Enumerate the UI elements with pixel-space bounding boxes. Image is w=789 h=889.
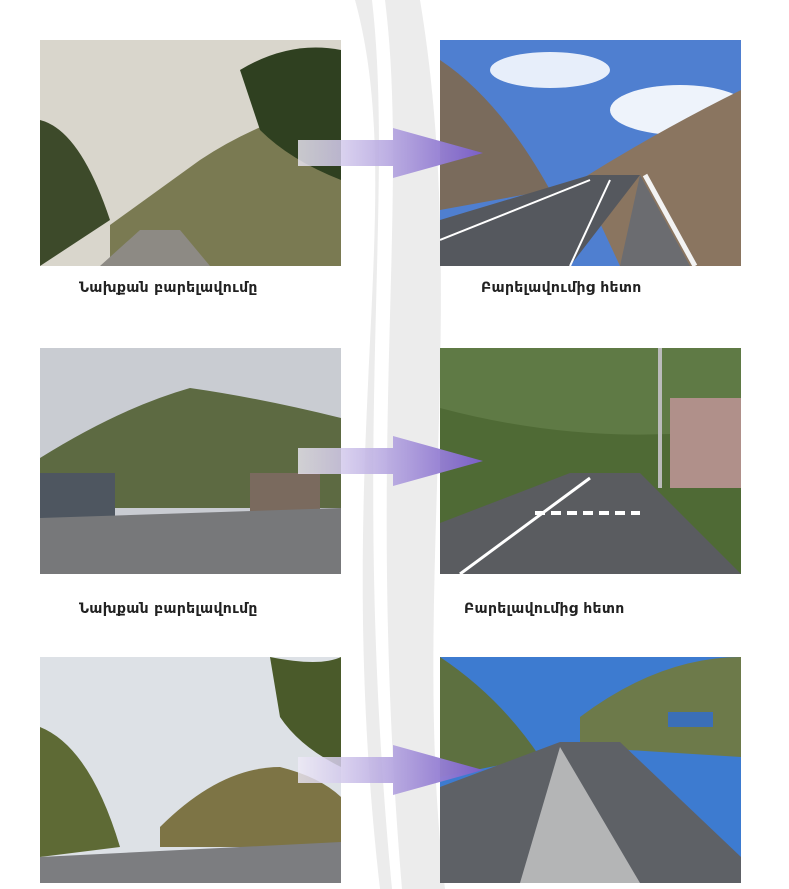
photo-after-2 — [440, 348, 741, 574]
caption-after-1: Բարելավումից հետո — [481, 280, 642, 296]
caption-before-1: Նախքան բարելավումը — [79, 280, 258, 296]
photo-after-1 — [440, 40, 741, 266]
arrow-right-icon — [298, 436, 483, 486]
photo-after-3 — [440, 657, 741, 883]
caption-before-2: Նախքան բարելավումը — [79, 601, 258, 617]
arrow-right-icon — [298, 745, 483, 795]
photo-before-1 — [40, 40, 341, 266]
photo-before-3 — [40, 657, 341, 883]
photo-before-2 — [40, 348, 341, 574]
arrow-right-icon — [298, 128, 483, 178]
caption-after-2: Բարելավումից հետո — [464, 601, 625, 617]
